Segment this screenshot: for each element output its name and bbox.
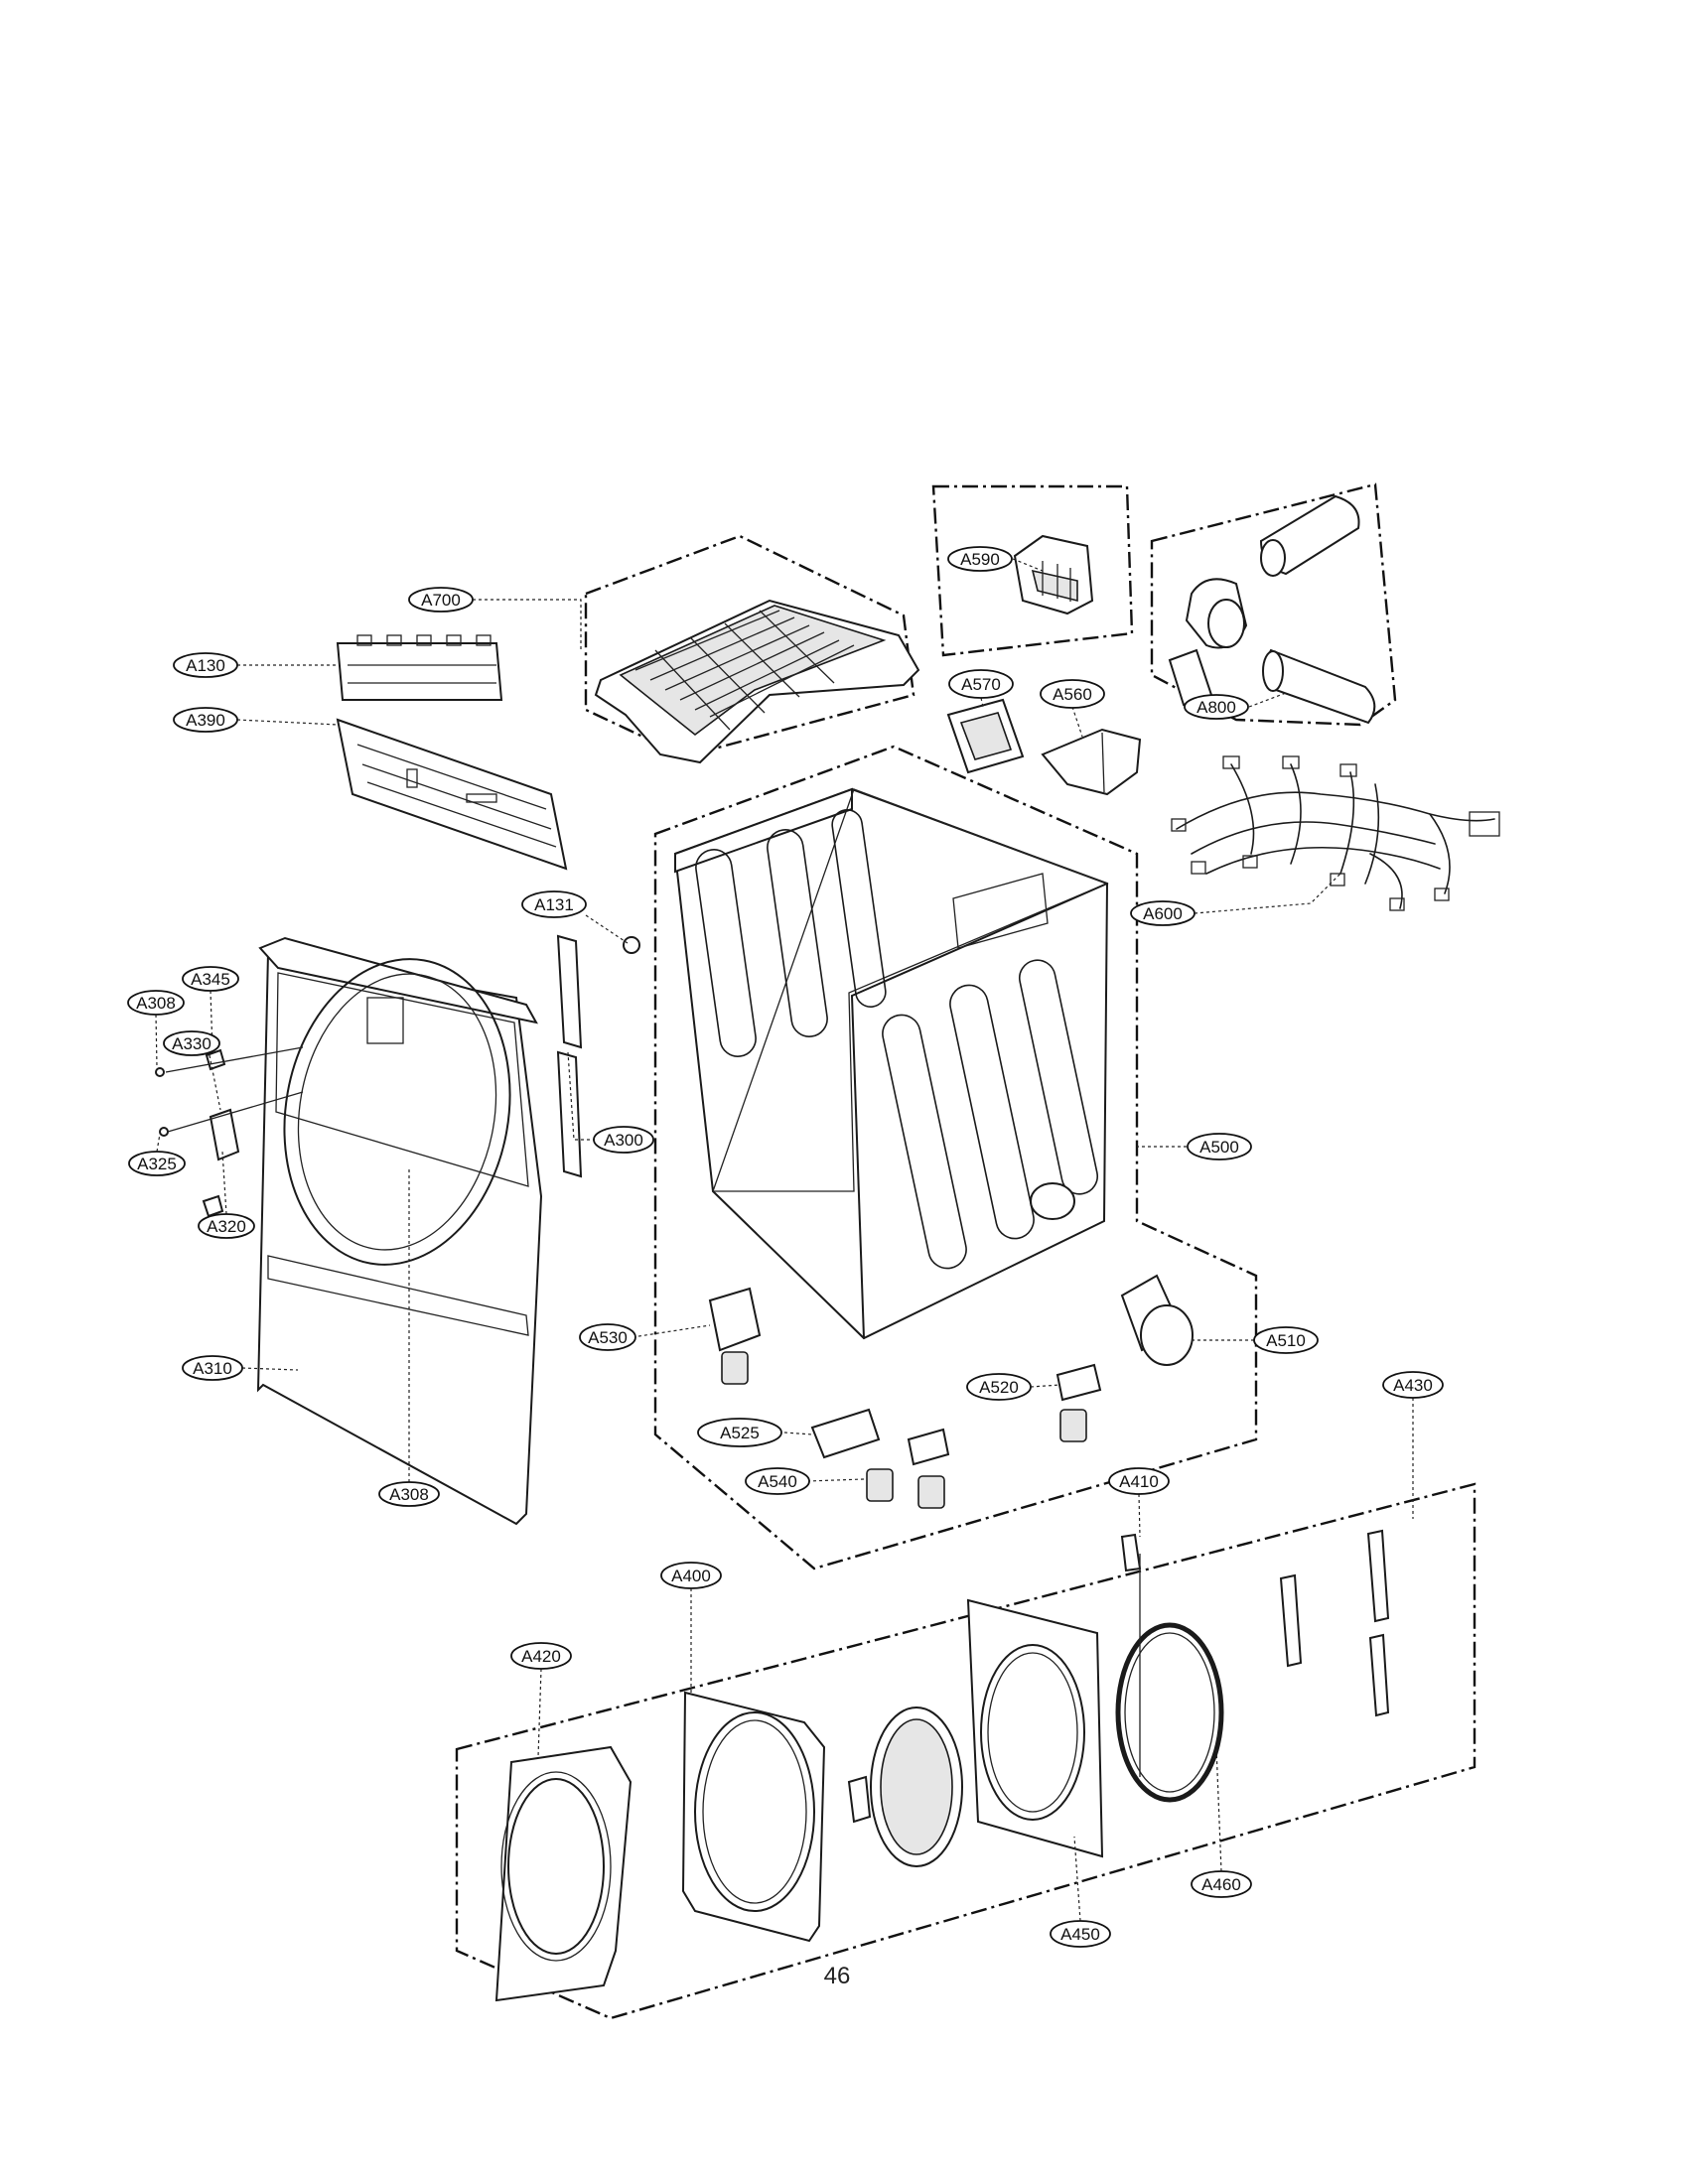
door-gasket-drawing (1115, 1622, 1224, 1803)
sensor-drawing (1013, 534, 1094, 615)
leader-lines (155, 558, 1414, 1922)
svg-text:A590: A590 (960, 550, 1000, 569)
callout-A300: A300 (593, 1126, 654, 1154)
callout-A345: A345 (182, 966, 239, 992)
cabinet-drawing (673, 787, 1109, 1340)
exhaust-drawing (1120, 1274, 1194, 1366)
svg-text:A320: A320 (207, 1217, 246, 1236)
door-frame-drawing (966, 1598, 1104, 1858)
svg-text:A450: A450 (1060, 1925, 1100, 1944)
callout-A310: A310 (182, 1355, 243, 1381)
svg-text:A460: A460 (1201, 1875, 1241, 1894)
callout-A590: A590 (947, 546, 1013, 572)
svg-text:A130: A130 (186, 656, 225, 675)
door-hinge-drawing (556, 934, 640, 1178)
svg-text:A525: A525 (720, 1424, 760, 1442)
svg-text:A570: A570 (961, 675, 1001, 694)
svg-text:A131: A131 (534, 895, 574, 914)
duct-drawing (1168, 494, 1376, 725)
callout-A560: A560 (1040, 679, 1105, 709)
callout-A308-top: A308 (127, 990, 185, 1016)
control-bracket-drawing (336, 718, 568, 871)
svg-text:A800: A800 (1196, 698, 1236, 717)
svg-text:A310: A310 (193, 1359, 232, 1378)
svg-text:A500: A500 (1199, 1138, 1239, 1157)
door-latch-parts-drawing (1120, 1529, 1390, 1777)
page-number: 46 (824, 1963, 851, 1989)
svg-text:A300: A300 (604, 1131, 643, 1150)
svg-text:A510: A510 (1266, 1331, 1306, 1350)
callout-A320: A320 (198, 1213, 255, 1239)
svg-text:A560: A560 (1053, 685, 1092, 704)
svg-text:A530: A530 (588, 1328, 628, 1347)
leg-brackets-drawing (708, 1287, 1102, 1466)
callout-A570: A570 (948, 669, 1014, 699)
svg-text:A430: A430 (1393, 1376, 1433, 1395)
callout-A130: A130 (173, 652, 238, 678)
callout-A530: A530 (579, 1323, 636, 1351)
door-outer-panel-drawing (494, 1745, 633, 2002)
callout-A450: A450 (1050, 1920, 1111, 1948)
svg-text:A700: A700 (421, 591, 461, 610)
group-boundaries (455, 482, 1477, 2020)
svg-text:A308: A308 (136, 994, 176, 1013)
callout-A520: A520 (966, 1373, 1032, 1401)
callout-A390: A390 (173, 707, 238, 733)
svg-text:A420: A420 (521, 1647, 561, 1666)
svg-text:A308: A308 (389, 1485, 429, 1504)
svg-text:A330: A330 (172, 1034, 211, 1053)
callout-A500: A500 (1187, 1133, 1252, 1160)
left-hinge-parts-drawing (155, 1046, 304, 1218)
leveling-legs-drawing (721, 1351, 1087, 1509)
vent-plate-drawing (946, 698, 1025, 774)
svg-text:A520: A520 (979, 1378, 1019, 1397)
callout-A800: A800 (1184, 694, 1249, 720)
callout-A540: A540 (745, 1467, 810, 1495)
svg-text:A400: A400 (671, 1567, 711, 1585)
boundary-cabinet (653, 745, 1258, 1570)
boundary-sensor (931, 484, 1134, 657)
door-glass-drawing (847, 1706, 963, 1867)
boundary-door (455, 1482, 1477, 2020)
callout-A400: A400 (660, 1562, 722, 1589)
callout-A700: A700 (408, 587, 474, 613)
callout-A330: A330 (163, 1030, 220, 1056)
front-frame-drawing (256, 936, 543, 1526)
top-panel-drawing (594, 599, 920, 764)
svg-text:A390: A390 (186, 711, 225, 730)
callout-A308-bottom: A308 (378, 1481, 440, 1507)
boundary-top-panel (584, 534, 915, 758)
svg-text:A410: A410 (1119, 1472, 1159, 1491)
svg-text:A325: A325 (137, 1155, 177, 1173)
svg-text:A600: A600 (1143, 904, 1183, 923)
wire-harness-drawing (1171, 755, 1500, 911)
small-duct-drawing (1041, 728, 1142, 796)
boundary-duct (1150, 482, 1397, 727)
callout-A510: A510 (1253, 1326, 1319, 1354)
callout-A420: A420 (510, 1642, 572, 1670)
door-inner-panel-drawing (681, 1691, 826, 1943)
svg-text:A540: A540 (758, 1472, 797, 1491)
pcb-drawing (336, 634, 503, 701)
callout-A460: A460 (1191, 1870, 1252, 1898)
callout-A430: A430 (1382, 1371, 1444, 1399)
callout-A325: A325 (128, 1151, 186, 1176)
callout-A410: A410 (1108, 1467, 1170, 1495)
callout-A525: A525 (697, 1418, 782, 1447)
callout-A131: A131 (521, 890, 587, 918)
svg-text:A345: A345 (191, 970, 230, 989)
callout-A600: A600 (1130, 900, 1196, 926)
